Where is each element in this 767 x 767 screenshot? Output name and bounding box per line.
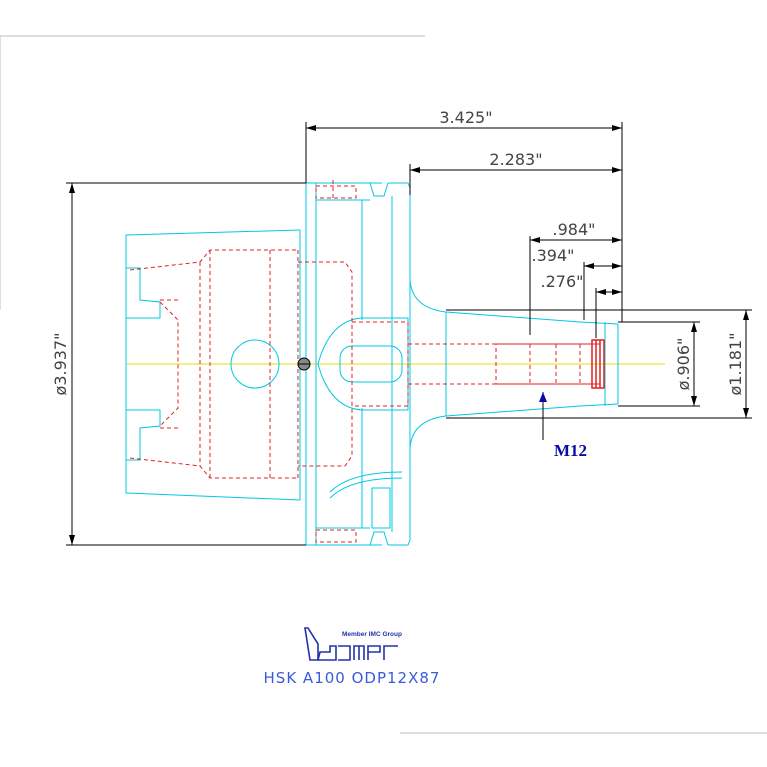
dim-bore-depth-3: .276": [541, 272, 584, 291]
dim-nose-diameter-small: ø.906": [674, 338, 693, 391]
iscar-logo: Member IMC Group: [304, 627, 402, 661]
dimension-arrows: [69, 125, 749, 545]
thread-label: M12: [554, 441, 587, 460]
dim-flange-diameter: ø3.937": [51, 333, 70, 396]
sheet-frame: [0, 35, 767, 734]
logo-member-text: Member IMC Group: [342, 631, 402, 638]
drawing-title: HSK A100 ODP12X87: [264, 669, 441, 687]
dim-bore-depth-1: .984": [553, 220, 596, 239]
logo-mark-icon: [304, 627, 398, 661]
holder-outline: [125, 182, 619, 546]
dim-projection-length: 2.283": [489, 150, 542, 169]
hidden-lines: [129, 180, 601, 543]
dim-overall-length: 3.425": [439, 108, 492, 127]
thread-arrow: [539, 392, 547, 402]
collet-seat: [591, 339, 605, 389]
dim-nose-diameter-large: ø1.181": [726, 333, 745, 396]
dim-bore-depth-2: .394": [532, 246, 575, 265]
